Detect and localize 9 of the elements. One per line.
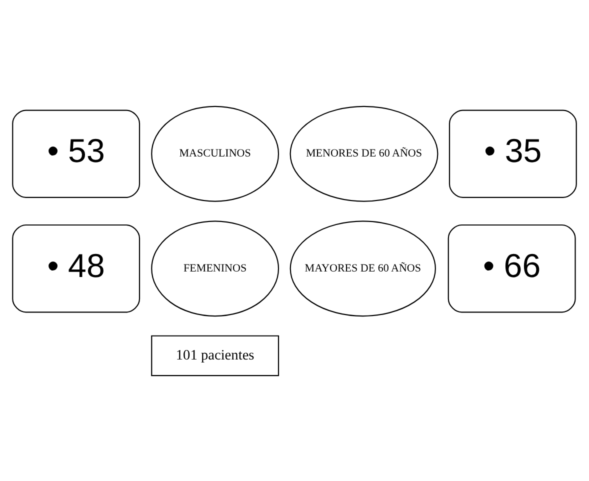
node-box: • 53 [12, 109, 140, 198]
node-box: • 66 [448, 224, 576, 312]
node-box: • 48 [12, 224, 140, 312]
node-box: • 35 [448, 109, 577, 198]
node-ellipse: MENORES DE 60 AÑOS [290, 105, 438, 202]
node-ellipse: MASCULINOS [151, 105, 280, 202]
node-ellipse: MAYORES DE 60 AÑOS [290, 220, 436, 316]
node-box: 101 pacientes [151, 334, 280, 376]
node-ellipse: FEMENINOS [151, 220, 280, 316]
